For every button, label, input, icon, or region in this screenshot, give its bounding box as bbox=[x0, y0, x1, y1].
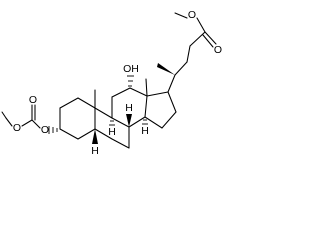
bond-carbonyl-2 bbox=[202, 34, 214, 48]
bond-c13-methyl bbox=[145, 78, 148, 97]
hash-c9-h bbox=[109, 120, 115, 126]
hash-c3-o bbox=[48, 126, 58, 134]
label-carbonate-o-ethyl: O bbox=[13, 122, 21, 134]
label-carbonate-o-ring: O bbox=[41, 124, 49, 136]
bond-c14-c13 bbox=[144, 95, 148, 118]
bond-c10-c1 bbox=[77, 97, 96, 109]
hash-c14-h bbox=[142, 119, 148, 125]
ring-b bbox=[94, 89, 130, 149]
wedge-c8-h bbox=[126, 114, 132, 127]
label-h-5: H bbox=[91, 145, 99, 157]
stereo-hydrogens bbox=[92, 114, 148, 144]
bond-c8-c14 bbox=[128, 116, 146, 128]
bond-c17-c16 bbox=[167, 91, 177, 113]
bond-c24-c23 bbox=[189, 31, 206, 47]
ring-c bbox=[111, 75, 148, 128]
ring-a bbox=[59, 97, 96, 140]
bond-c9-c10 bbox=[94, 107, 113, 119]
label-ester-o-single: O bbox=[188, 9, 196, 21]
ethyl-carbonate bbox=[1, 104, 58, 134]
ring-d bbox=[144, 78, 177, 129]
bond-c5-c6 bbox=[94, 128, 113, 140]
bond-c23-c22 bbox=[186, 45, 191, 63]
bond-c17-c13 bbox=[146, 91, 169, 97]
bond-c22-c20 bbox=[174, 61, 188, 76]
atom-labels: O O OH O O O H H H H bbox=[13, 9, 222, 157]
label-carbonate-o-double: O bbox=[29, 94, 37, 106]
wedge-c5-h bbox=[92, 129, 98, 144]
bond-ome-methyl bbox=[174, 12, 188, 19]
label-h-9: H bbox=[108, 126, 116, 138]
bond-c6-c7 bbox=[111, 138, 130, 149]
label-h-14: H bbox=[141, 125, 149, 137]
bond-c15-c14 bbox=[144, 116, 163, 129]
bond-o-carbonate-c bbox=[31, 119, 41, 129]
chemical-structure: O O OH O O O H H H H bbox=[1, 9, 222, 157]
bond-carbonate-c-o-ethyl bbox=[21, 119, 33, 127]
side-chain bbox=[157, 12, 217, 93]
label-ester-o-double: O bbox=[214, 44, 222, 56]
bond-c9-c8 bbox=[111, 117, 130, 128]
bond-c4-c5 bbox=[77, 128, 96, 140]
wedge-c21-methyl bbox=[157, 63, 175, 75]
bond-c1-c2 bbox=[59, 97, 79, 109]
bond-o-ch2 bbox=[5, 117, 13, 127]
bond-c12-c11 bbox=[111, 87, 131, 98]
bond-ester-o-c bbox=[196, 17, 206, 33]
bond-c3-c4 bbox=[59, 128, 79, 140]
bond-ch2-ch3 bbox=[1, 111, 7, 119]
label-h-8: H bbox=[125, 102, 133, 114]
label-oh-12: OH bbox=[123, 63, 139, 75]
bond-c16-c15 bbox=[161, 111, 177, 129]
hash-c12-oh bbox=[127, 75, 134, 87]
bond-c20-c17 bbox=[167, 74, 176, 93]
bond-carbonyl-1 bbox=[204, 31, 217, 45]
bond-c13-c12 bbox=[129, 87, 148, 97]
